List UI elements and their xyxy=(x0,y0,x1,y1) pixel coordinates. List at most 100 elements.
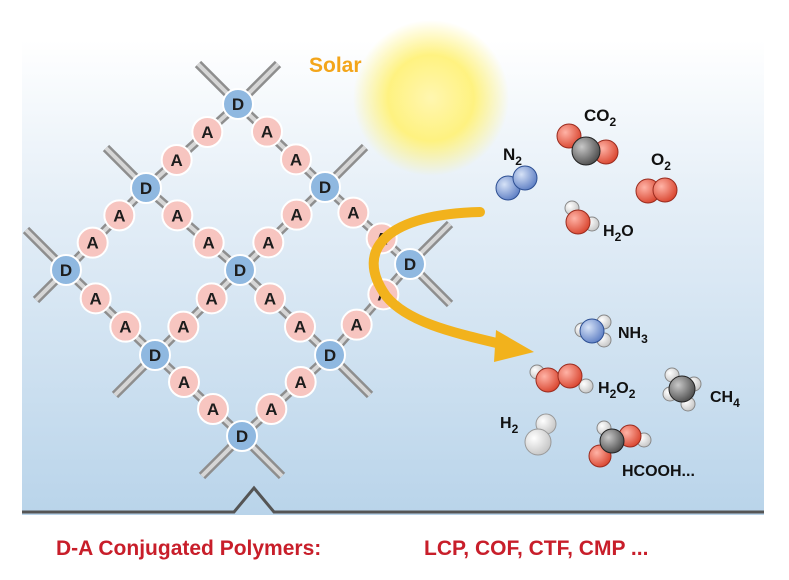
acceptor-node-circle xyxy=(197,393,229,425)
donor-node: D xyxy=(309,171,341,203)
acceptor-node-label: A xyxy=(265,400,277,419)
donor-node-circle xyxy=(309,171,341,203)
acceptor-node: A xyxy=(79,282,112,315)
donor-node: D xyxy=(130,172,162,204)
acceptor-node: A xyxy=(251,115,283,148)
lattice-rod-highlight xyxy=(153,353,244,438)
acceptor-node-label: A xyxy=(291,206,303,225)
polymer-lattice-rods xyxy=(22,60,454,480)
molecule-h2o: H2O xyxy=(564,200,634,244)
acceptor-node-circle xyxy=(161,199,194,232)
acceptor-node-circle xyxy=(255,393,288,425)
lattice-rod-highlight xyxy=(238,268,332,357)
acceptor-node-label: A xyxy=(351,316,363,335)
donor-node-circle xyxy=(50,254,82,286)
donor-node-label: D xyxy=(234,261,246,280)
lattice-rod-highlight xyxy=(328,262,412,357)
acceptor-node-circle xyxy=(160,144,193,176)
donor-node: D xyxy=(226,420,258,452)
donor-node: D xyxy=(314,339,346,371)
acceptor-node-circle xyxy=(168,366,200,398)
donor-node-circle xyxy=(314,339,346,371)
acceptor-node: A xyxy=(337,196,370,229)
donor-node-label: D xyxy=(149,346,161,365)
molecule-h2: H2 xyxy=(500,413,557,456)
acceptor-node-label: A xyxy=(87,234,99,253)
acceptor-node-circle xyxy=(280,198,313,231)
acceptor-node-circle xyxy=(191,116,224,148)
molecule-n2: N2 xyxy=(495,145,538,201)
acceptor-node: A xyxy=(255,393,288,425)
label-ch4: CH4 xyxy=(710,389,740,410)
lattice-rod-highlight xyxy=(236,102,327,189)
conversion-arrow xyxy=(368,207,534,362)
donor-node-label: D xyxy=(236,427,248,446)
acceptor-node-circle xyxy=(195,282,228,315)
acceptor-node-label: A xyxy=(177,318,189,337)
lattice-rod-highlight xyxy=(323,185,412,266)
donor-node-circle xyxy=(222,88,254,120)
acceptor-node-circle xyxy=(280,143,312,176)
molecule-ch4: CH4 xyxy=(662,367,740,412)
lattice-rod-highlight xyxy=(64,186,148,272)
label-h2: H2 xyxy=(500,415,519,436)
acceptor-node-circle xyxy=(284,310,316,343)
acceptor-node: A xyxy=(167,310,200,343)
acceptor-node-circle xyxy=(79,282,112,315)
acceptor-node-label: A xyxy=(113,206,125,225)
acceptor-node: A xyxy=(103,199,136,232)
molecule-o2: O2 xyxy=(635,150,678,204)
lattice-rod-highlight xyxy=(64,268,157,357)
donor-node-circle xyxy=(394,248,426,280)
acceptor-node: A xyxy=(76,226,109,259)
acceptor-node-label: A xyxy=(171,151,183,170)
acceptor-node: A xyxy=(284,366,317,398)
acceptor-node-circle xyxy=(252,226,285,259)
acceptor-node-label: A xyxy=(201,123,213,142)
lattice-rod-highlight xyxy=(153,268,242,357)
label-h2o: H2O xyxy=(603,223,634,244)
acceptor-node: A xyxy=(280,143,312,176)
acceptor-node: A xyxy=(191,116,224,148)
acceptor-node-label: A xyxy=(119,318,131,337)
acceptor-node-label: A xyxy=(178,373,190,392)
lattice-rod-highlight xyxy=(240,353,332,438)
donor-node-circle xyxy=(224,254,256,286)
acceptor-node-circle xyxy=(109,310,142,343)
banner-title: D-A Conjugated Polymers: xyxy=(56,537,321,560)
donor-node-circle xyxy=(130,172,162,204)
acceptor-node: A xyxy=(254,282,286,315)
acceptor-node: A xyxy=(161,199,194,232)
acceptor-node-circle xyxy=(251,115,283,148)
label-n2: N2 xyxy=(503,145,522,168)
acceptor-node: A xyxy=(168,366,200,398)
acceptor-node-label: A xyxy=(207,400,219,419)
acceptor-node-circle xyxy=(337,196,370,229)
lattice-rod-highlight xyxy=(144,186,242,272)
acceptor-node-label: A xyxy=(90,289,102,308)
acceptor-node-circle xyxy=(167,310,200,343)
acceptor-node: A xyxy=(195,282,228,315)
acceptor-node-label: A xyxy=(261,123,273,142)
label-nh3: NH3 xyxy=(618,325,648,346)
acceptor-node: A xyxy=(284,310,316,343)
acceptor-node-label: A xyxy=(264,289,276,308)
label-hcooh: HCOOH... xyxy=(622,463,695,480)
lattice-rod-highlight xyxy=(238,185,327,272)
acceptor-node: A xyxy=(340,308,373,341)
donor-node-label: D xyxy=(324,346,336,365)
banner-examples: LCP, COF, CTF, CMP ... xyxy=(424,537,648,560)
acceptor-node-label: A xyxy=(262,233,274,252)
acceptor-node: A xyxy=(160,144,193,176)
molecule-h2o2: H2O2 xyxy=(529,363,636,401)
sun-icon xyxy=(353,20,509,176)
lattice-rod-highlight xyxy=(144,102,240,190)
acceptor-node: A xyxy=(109,310,142,343)
donor-node: D xyxy=(139,339,171,371)
donor-node-label: D xyxy=(60,261,72,280)
label-h2o2: H2O2 xyxy=(598,380,636,401)
acceptor-node-circle xyxy=(192,226,225,259)
